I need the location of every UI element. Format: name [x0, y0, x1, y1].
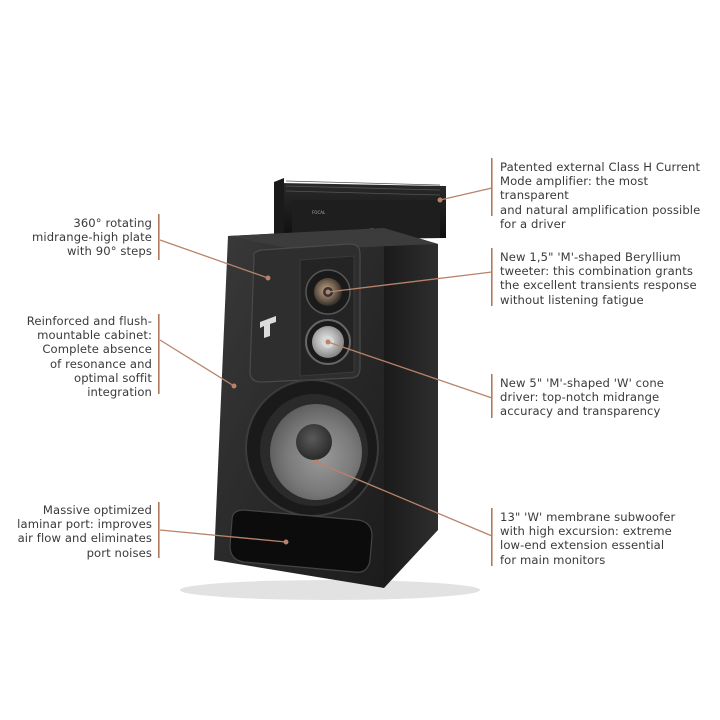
leader-line-cabinet — [159, 339, 235, 387]
leader-lines — [159, 187, 493, 545]
bar-cabinet — [158, 314, 160, 394]
leader-line-port — [159, 529, 287, 543]
laminar-port — [229, 509, 373, 573]
leader-line-plate — [159, 239, 269, 279]
callout-tweeter: New 1,5" 'M'-shaped Beryllium tweeter: t… — [500, 250, 697, 307]
bar-port — [158, 502, 160, 558]
leader-line-amplifier — [439, 187, 493, 201]
amplifier-heatsink-fins — [285, 180, 441, 196]
leader-line-tweeter — [327, 271, 493, 293]
rotating-plate — [249, 243, 361, 383]
floor-shadow — [180, 580, 480, 600]
bar-subwoofer — [491, 508, 493, 566]
callout-midrange: New 5" 'M'-shaped 'W' cone driver: top-n… — [500, 376, 665, 419]
leader-line-subwoofer — [315, 461, 493, 537]
callout-amplifier: Patented external Class H Current Mode a… — [500, 160, 701, 231]
amplifier-brand-label: FOCAL — [312, 210, 326, 215]
focal-logo-icon — [260, 316, 276, 338]
bar-midrange — [491, 374, 493, 418]
bar-amplifier — [491, 158, 493, 216]
callout-rotating-plate: 360° rotating midrange-high plate with 9… — [32, 216, 152, 259]
callout-cabinet: Reinforced and flush- mountable cabinet:… — [26, 314, 152, 400]
leader-line-midrange — [327, 341, 493, 399]
callout-subwoofer: 13" 'W' membrane subwoofer with high exc… — [500, 510, 676, 567]
bar-tweeter — [491, 248, 493, 306]
callout-accent-bars — [158, 158, 493, 566]
bar-plate — [158, 214, 160, 260]
callout-laminar-port: Massive optimized laminar port: improves… — [17, 503, 152, 560]
subwoofer-driver — [245, 379, 379, 517]
